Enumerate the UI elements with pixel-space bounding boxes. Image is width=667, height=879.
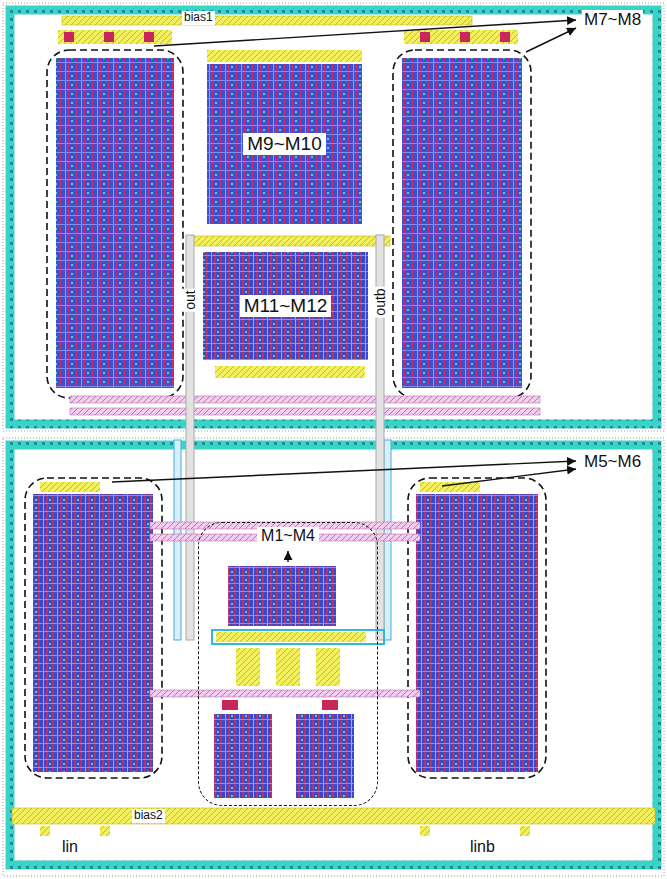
via <box>144 32 154 42</box>
leader-line <box>526 28 576 52</box>
via <box>222 700 238 710</box>
via <box>460 32 470 42</box>
cell-boundary <box>3 3 664 431</box>
bias-rail <box>12 808 655 824</box>
device-outline <box>393 50 531 398</box>
via <box>322 700 338 710</box>
transistor-fingers <box>228 566 336 626</box>
callout-label: bias1 <box>182 11 215 25</box>
device-group: M1~M4 <box>198 522 378 806</box>
metal-bar <box>190 236 390 246</box>
device-outline <box>408 478 546 778</box>
metal-bar <box>70 396 540 403</box>
transistor-fingers <box>33 494 153 772</box>
cell-boundary <box>3 438 664 876</box>
net-label: outb <box>372 286 388 317</box>
transistor-block: M9~M10 <box>207 64 362 224</box>
callout-label: lin <box>60 838 80 856</box>
leader-line <box>154 20 576 46</box>
transistor-fingers <box>203 252 368 360</box>
pin <box>40 826 50 836</box>
callout-label: bias2 <box>132 809 165 823</box>
metal-bar <box>236 648 260 686</box>
via <box>104 32 114 42</box>
contact-row <box>40 482 100 492</box>
guard-ring <box>10 10 657 424</box>
contact-row <box>207 50 362 62</box>
metal-bar <box>276 648 300 686</box>
pin <box>520 826 530 836</box>
block-label: M11~M12 <box>240 295 332 317</box>
metal-bar <box>215 366 365 378</box>
transistor-fingers <box>296 714 354 798</box>
block-label: M1~M4 <box>257 527 319 545</box>
leader-line <box>287 551 288 562</box>
metal-bar <box>216 632 366 642</box>
metal-bar <box>316 648 340 686</box>
transistor-fingers <box>214 714 272 798</box>
transistor-fingers <box>402 58 522 388</box>
block-label: M9~M10 <box>243 133 325 155</box>
metal-bar <box>150 690 420 697</box>
via <box>64 32 74 42</box>
via <box>500 32 510 42</box>
transistor-block: M11~M12 <box>203 252 368 360</box>
pin <box>420 826 430 836</box>
callout-label: M5~M6 <box>582 452 643 472</box>
contact-row <box>58 30 172 44</box>
transistor-fingers <box>207 64 362 224</box>
transistor-fingers <box>416 494 538 772</box>
device-outline <box>47 50 183 398</box>
callout-label: linb <box>468 838 497 856</box>
contact-row <box>404 30 518 44</box>
contact-row <box>420 482 480 492</box>
leader-line <box>442 469 576 486</box>
bias-rail <box>62 16 472 25</box>
callout-label: M7~M8 <box>582 10 643 30</box>
via <box>420 32 430 42</box>
transistor-fingers <box>56 58 174 388</box>
guard-ring <box>10 445 657 865</box>
pin <box>100 826 110 836</box>
net-label: out <box>182 288 198 311</box>
device-outline <box>25 478 162 778</box>
metal-bar <box>70 408 540 415</box>
metal-frame <box>212 630 384 644</box>
leader-line <box>112 461 576 482</box>
